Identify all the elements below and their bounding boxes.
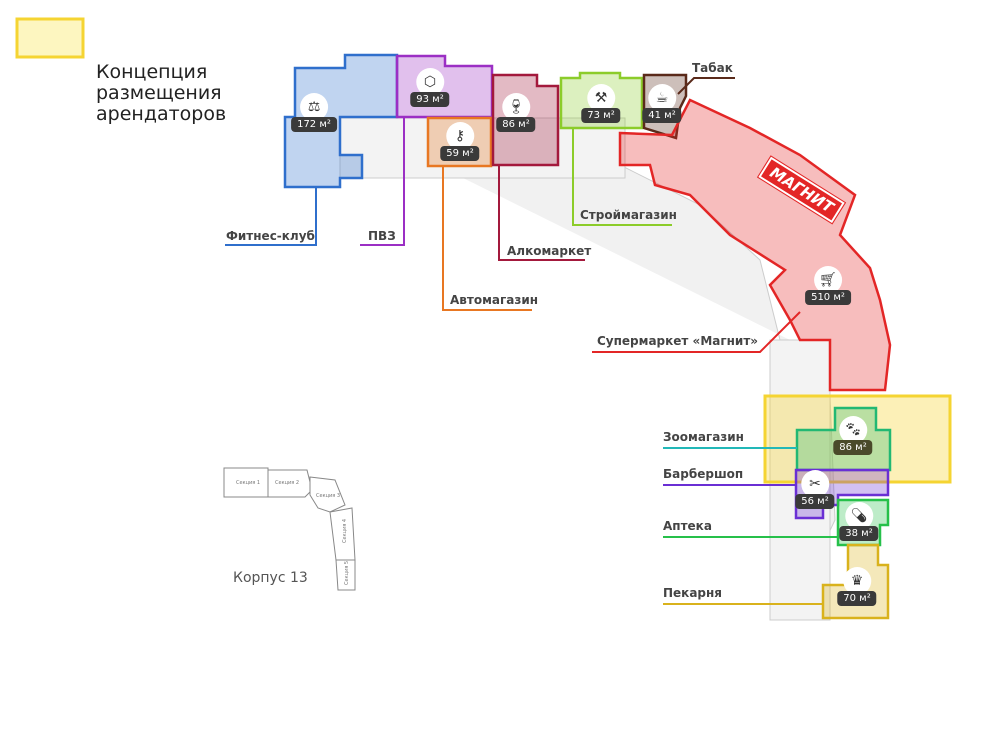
wine-glass-icon: 🍷︎ [502,93,530,121]
korpus-label: Корпус 13 [233,570,308,586]
label-barber: Барбершоп [663,467,744,481]
room-fitness [283,53,399,189]
area-value: 41 м² [642,108,682,123]
leader-pvz [360,117,405,246]
badge-fitness: ⚖172 м² [291,93,337,132]
label-zoo: Зоомагазин [663,430,744,444]
area-value: 56 м² [795,494,835,509]
label-pvz: ПВЗ [368,229,396,243]
cart-icon: 🛒︎ [813,266,842,294]
label-stroy: Строймагазин [580,208,677,222]
tools-icon: ⚒ [587,84,615,112]
badge-pvz: ⬡93 м² [410,68,450,107]
section-label: Секция 1 [236,480,260,486]
legend-swatch [15,17,85,59]
room-magnit [618,98,892,392]
area-value: 59 м² [440,146,480,161]
badge-zoo: 🐾︎86 м² [833,416,873,455]
leader-alco [498,165,585,261]
label-apteka: Аптека [663,519,712,533]
coffee-cup-icon: ☕︎ [648,84,676,112]
badge-apteka: 💊︎38 м² [839,502,879,541]
area-value: 38 м² [839,526,879,541]
label-magnit: Супермаркет «Магнит» [597,334,759,348]
section-label: Секция 4 [342,519,348,543]
section-label: Секция 3 [316,493,340,499]
badge-barber: ✂56 м² [795,470,835,509]
area-value: 510 м² [805,290,851,305]
area-value: 73 м² [581,108,621,123]
area-value: 172 м² [291,117,337,132]
korpus-minimap [223,467,356,591]
dumbbell-icon: ⚖ [299,93,328,121]
page-title: Концепция размещения арендаторов [96,61,227,125]
box-icon: ⬡ [416,68,444,96]
section-label: Секция 5 [344,561,350,585]
pill-icon: 💊︎ [845,502,873,530]
leader-stroy [572,128,672,226]
scissors-icon: ✂ [801,470,829,498]
label-tabak: Табак [692,61,733,75]
badge-auto: ⚷59 м² [440,122,480,161]
label-alco: Алкомаркет [507,244,592,258]
leader-auto [442,166,532,311]
label-bakery: Пекарня [663,586,723,600]
label-fitness: Фитнес-клуб [226,229,315,243]
area-value: 86 м² [833,440,873,455]
badge-tabak: ☕︎41 м² [642,84,682,123]
leader-fitness [225,187,317,246]
badge-alco: 🍷︎86 м² [496,93,536,132]
area-value: 70 м² [837,591,877,606]
leader-magnit [592,311,801,353]
badge-stroy: ⚒73 м² [581,84,621,123]
badge-magnit: 🛒︎510 м² [805,266,851,305]
key-icon: ⚷ [446,122,474,150]
badge-bakery: ♛70 м² [837,567,877,606]
area-value: 93 м² [410,92,450,107]
label-auto: Автомагазин [450,293,539,307]
section-label: Секция 2 [275,480,299,486]
area-value: 86 м² [496,117,536,132]
cake-icon: ♛ [843,567,871,595]
paw-icon: 🐾︎ [839,416,867,444]
leader-tabak [677,77,735,95]
